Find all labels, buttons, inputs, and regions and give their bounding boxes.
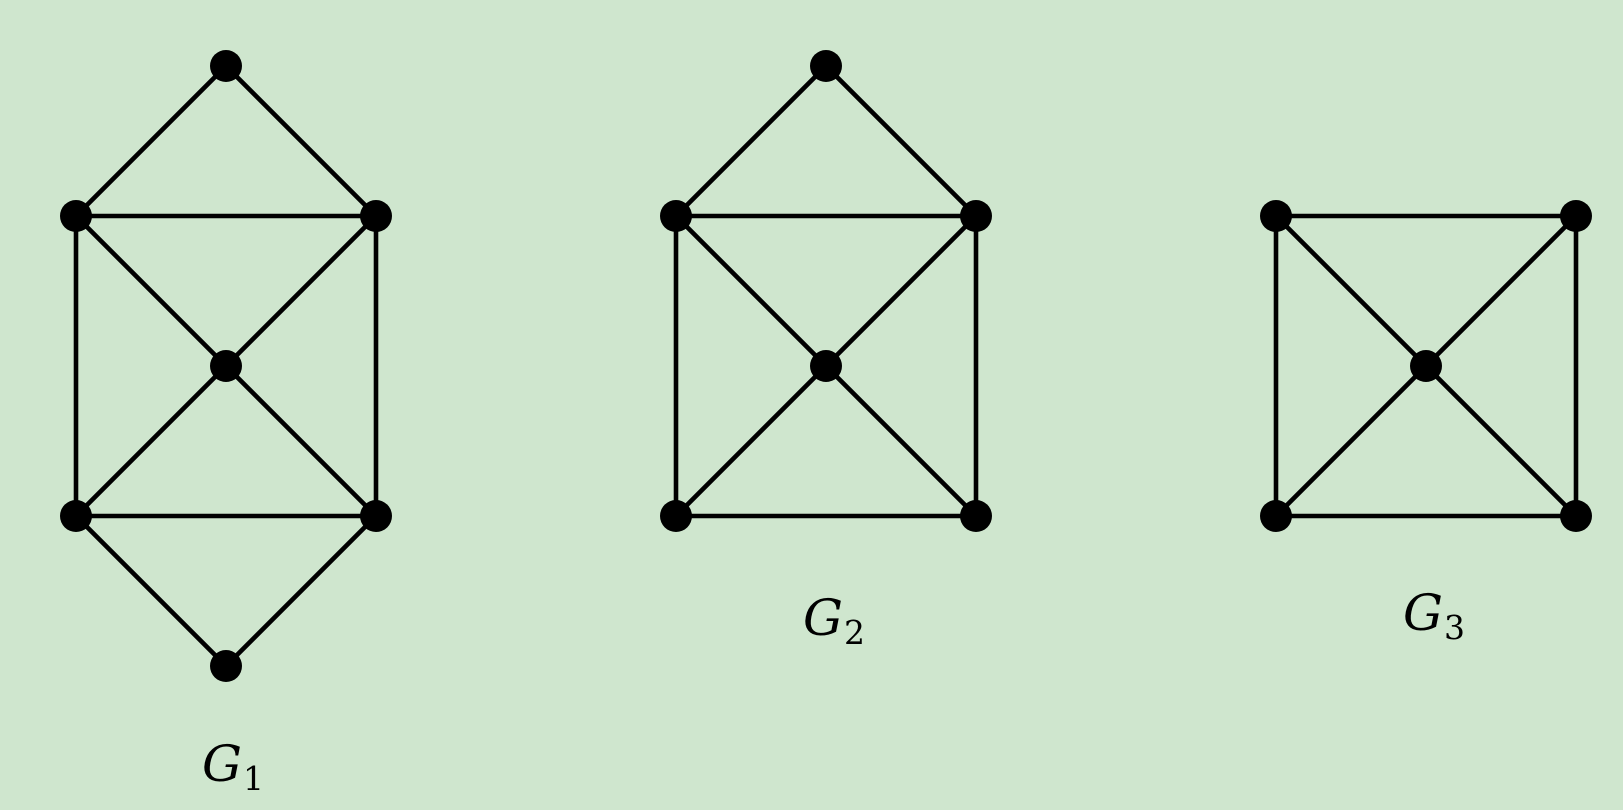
graph-g1-edge-top-to-upper-right [223, 63, 379, 219]
graph-g3-vertex-upper-left [1260, 200, 1292, 232]
graph-g3-edge-upper-left-to-center [1273, 213, 1429, 369]
graph-g3-edge-lower-left-to-center [1273, 363, 1429, 519]
graph-g1-edge-lower-right-to-bottom [223, 513, 379, 669]
graph-g2-vertices [660, 50, 992, 532]
graph-g1-vertices [60, 50, 392, 682]
graph-g2-edge-top-to-upper-right [823, 63, 979, 219]
graph-g3-label-subscript: 3 [1444, 608, 1465, 647]
graph-g2-label-subscript: 2 [844, 613, 865, 652]
graph-g2-edge-upper-right-to-center [823, 213, 979, 369]
graph-g2-edge-upper-left-to-center [673, 213, 829, 369]
graph-g2-vertex-lower-left [660, 500, 692, 532]
graph-g1-edge-lower-left-to-bottom [73, 513, 229, 669]
graph-g1-vertex-bottom [210, 650, 242, 682]
graph-g3-edges [1273, 213, 1579, 519]
graph-g1-label-subscript: 1 [243, 759, 264, 798]
graph-g1-vertex-top [210, 50, 242, 82]
graph-g3-vertex-lower-right [1560, 500, 1592, 532]
graph-g2-edge-top-to-upper-left [673, 63, 829, 219]
graph-g1-vertex-upper-right [360, 200, 392, 232]
graph-g1-vertex-lower-left [60, 500, 92, 532]
graph-g1-edge-lower-left-to-center [73, 363, 229, 519]
graph-g2-vertex-upper-right [960, 200, 992, 232]
graph-g3-vertex-center [1410, 350, 1442, 382]
graph-g1-vertex-upper-left [60, 200, 92, 232]
graph-g3-edge-lower-right-to-center [1423, 363, 1579, 519]
graph-g1-edge-top-to-upper-left [73, 63, 229, 219]
graph-g2-vertex-upper-left [660, 200, 692, 232]
graph-g3: G3 [1260, 200, 1592, 647]
graph-g1-edge-upper-right-to-center [223, 213, 379, 369]
graph-g3-edge-upper-right-to-center [1423, 213, 1579, 369]
graph-g2-edge-lower-left-to-center [673, 363, 829, 519]
graph-g1: G1 [60, 50, 392, 798]
graph-g3-vertex-lower-left [1260, 500, 1292, 532]
graph-g1-label: G1 [202, 735, 264, 798]
graph-g3-label: G3 [1403, 584, 1465, 647]
graph-g2-vertex-lower-right [960, 500, 992, 532]
graph-g2-label-letter: G [803, 589, 843, 647]
graph-g1-vertex-center [210, 350, 242, 382]
graph-g1-edges [73, 63, 379, 669]
graph-g2-vertex-center [810, 350, 842, 382]
graph-g3-label-letter: G [1403, 584, 1443, 642]
graph-g1-edge-lower-right-to-center [223, 363, 379, 519]
graph-g1-edge-upper-left-to-center [73, 213, 229, 369]
graph-g1-vertex-lower-right [360, 500, 392, 532]
graph-g2-label: G2 [803, 589, 865, 652]
graph-g3-vertex-upper-right [1560, 200, 1592, 232]
graph-g2-vertex-top [810, 50, 842, 82]
graph-g2-edges [673, 63, 979, 519]
graph-g3-vertices [1260, 200, 1592, 532]
graph-g2: G2 [660, 50, 992, 652]
graph-g1-label-letter: G [202, 735, 242, 793]
graph-g2-edge-lower-right-to-center [823, 363, 979, 519]
